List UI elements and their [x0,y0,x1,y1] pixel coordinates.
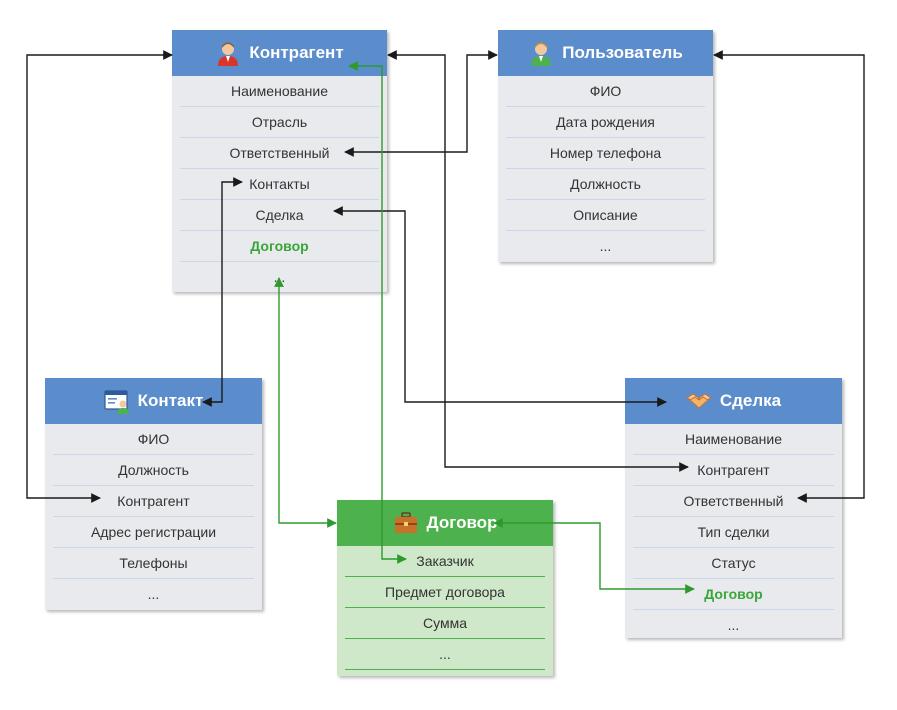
person-green-icon [528,40,554,66]
entity-title: Пользователь [562,43,683,62]
briefcase-icon [393,510,419,536]
field-row: Телефоны [53,548,254,579]
field-row: ... [147,586,160,602]
link-kontragent-dogovor [274,277,337,528]
field-row-highlight: Договор [180,231,379,262]
entity-dogovor: Договор Заказчик Предмет договора Сумма … [337,500,553,676]
entity-title: Контрагент [249,43,344,62]
field-row: Наименование [633,424,834,455]
field-row: Должность [53,455,254,486]
field-row: Статус [633,548,834,579]
entity-kontragent: Контрагент Наименование Отрасль Ответств… [172,30,387,292]
field-row: Сумма [345,608,545,639]
field-row: Ответственный [180,138,379,169]
contact-card-icon [104,388,130,414]
field-row: ... [345,639,545,670]
field-row: Тип сделки [633,517,834,548]
field-row: Контакты [180,169,379,200]
field-row: Должность [506,169,705,200]
field-row: Номер телефона [506,138,705,169]
field-row: ... [599,238,612,254]
field-row: Отрасль [180,107,379,138]
field-row: Адрес регистрации [53,517,254,548]
entity-title: Контакт [137,391,204,410]
field-row: ... [273,269,286,285]
field-row: Дата рождения [506,107,705,138]
field-row: ... [727,617,740,633]
field-row: Сделка [180,200,379,231]
field-row: ФИО [506,76,705,107]
field-row: ФИО [53,424,254,455]
field-row: Предмет договора [345,577,545,608]
field-row: Наименование [180,76,379,107]
entity-dogovor-header: Договор [337,500,553,546]
entity-polzovatel-header: Пользователь [498,30,713,76]
entity-polzovatel: Пользователь ФИО Дата рождения Номер тел… [498,30,713,262]
entity-kontakt: Контакт ФИО Должность Контрагент Адрес р… [45,378,262,610]
entity-title: Сделка [719,391,782,410]
entity-kontakt-header: Контакт [45,378,262,424]
field-row: Контрагент [633,455,834,486]
entity-title: Договор [426,513,498,532]
person-red-icon [215,40,241,66]
field-row: Описание [506,200,705,231]
field-row: Ответственный [633,486,834,517]
field-row: Контрагент [53,486,254,517]
entity-sdelka: Сделка Наименование Контрагент Ответстве… [625,378,842,638]
entity-sdelka-header: Сделка [625,378,842,424]
field-row-highlight: Договор [633,579,834,610]
entity-kontragent-header: Контрагент [172,30,387,76]
field-row: Заказчик [345,546,545,577]
handshake-icon [685,388,712,414]
